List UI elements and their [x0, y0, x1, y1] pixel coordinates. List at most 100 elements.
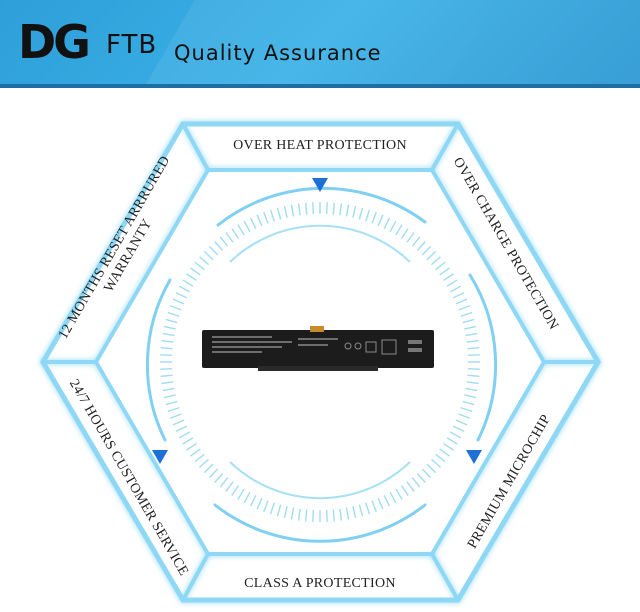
tick-mark: [443, 273, 454, 282]
tick-mark: [160, 354, 173, 357]
tick-mark: [466, 381, 479, 385]
tick-mark: [231, 228, 240, 239]
tick-mark: [304, 509, 308, 522]
tick-mark: [160, 367, 173, 370]
tick-mark: [421, 245, 432, 256]
tick-mark: [453, 291, 465, 299]
tick-mark: [406, 232, 415, 243]
feature-label-class-a: CLASS A PROTECTION: [244, 576, 396, 591]
triangle-marker-right: [466, 450, 482, 464]
tick-mark: [430, 256, 441, 266]
tick-mark: [411, 236, 421, 247]
tick-mark: [345, 507, 350, 520]
tick-mark: [167, 311, 180, 317]
tick-mark: [339, 508, 343, 521]
tick-mark: [371, 500, 377, 513]
tick-mark: [194, 453, 205, 463]
tick-mark: [249, 495, 257, 507]
tick-mark: [276, 504, 282, 517]
feature-label-over-heat: OVER HEAT PROTECTION: [233, 138, 407, 153]
tick-mark: [371, 211, 377, 224]
tick-mark: [466, 339, 479, 343]
tick-mark: [186, 442, 197, 451]
tick-mark: [225, 232, 234, 243]
tick-mark: [178, 431, 191, 439]
tick-mark: [400, 228, 409, 239]
tick-mark: [219, 477, 229, 488]
tick-mark: [237, 488, 245, 500]
tick-mark: [269, 209, 275, 222]
quality-assurance-title: Quality Assurance: [174, 41, 382, 65]
tick-mark: [352, 506, 357, 519]
tick-mark: [162, 387, 175, 392]
tick-mark: [194, 261, 205, 271]
triangle-marker-left: [152, 450, 168, 464]
tick-mark: [263, 500, 269, 513]
tick-mark: [182, 279, 194, 287]
header-banner: DG FTB Quality Assurance: [0, 0, 640, 84]
tick-mark: [160, 346, 173, 350]
tick-mark: [416, 472, 426, 483]
tick-mark: [389, 491, 397, 504]
tick-mark: [283, 205, 288, 218]
tick-mark: [325, 509, 328, 522]
tick-mark: [243, 220, 251, 233]
tick-mark: [290, 507, 295, 520]
tick-mark: [203, 250, 214, 261]
tick-mark: [199, 458, 210, 468]
tick-mark: [421, 468, 432, 479]
tick-mark: [208, 245, 219, 256]
tick-mark: [332, 509, 336, 522]
tick-mark: [161, 339, 174, 343]
tick-mark: [446, 279, 458, 287]
tick-mark: [460, 311, 473, 317]
tick-mark: [458, 413, 471, 419]
tick-mark: [276, 207, 282, 220]
tick-mark: [161, 381, 174, 385]
tick-mark: [172, 419, 185, 426]
tick-mark: [256, 214, 263, 227]
tick-mark: [237, 224, 245, 236]
tick-mark: [377, 497, 384, 510]
tick-mark: [446, 437, 458, 445]
tick-mark: [416, 241, 426, 252]
inner-arc-rings: [229, 224, 411, 500]
tick-mark: [172, 298, 185, 305]
tick-mark: [160, 374, 173, 378]
tick-mark: [256, 497, 263, 510]
tick-mark: [214, 472, 224, 483]
tick-mark: [297, 508, 301, 521]
tick-mark: [365, 209, 371, 222]
tick-mark: [467, 367, 480, 370]
tick-mark: [467, 374, 480, 378]
tick-mark: [167, 407, 180, 413]
tick-mark: [325, 202, 328, 215]
tick-mark: [249, 217, 257, 229]
tick-mark: [443, 442, 454, 451]
hexagon-connectors: [43, 123, 598, 601]
tick-mark: [312, 509, 315, 522]
tick-mark: [283, 506, 288, 519]
tick-mark: [449, 431, 462, 439]
tick-mark: [199, 256, 210, 266]
tick-mark: [163, 394, 176, 399]
tick-mark: [163, 325, 176, 330]
tick-mark: [345, 204, 350, 217]
tick-mark: [455, 298, 468, 305]
tick-mark: [439, 448, 450, 457]
tick-mark: [269, 502, 275, 515]
tick-mark: [439, 267, 450, 276]
tick-mark: [395, 488, 403, 500]
tick-ring: [160, 202, 480, 522]
tick-mark: [175, 291, 187, 299]
tick-mark: [169, 305, 182, 311]
tick-mark: [435, 453, 446, 463]
tick-mark: [304, 202, 308, 215]
tick-mark: [186, 273, 197, 282]
tick-mark: [225, 481, 234, 492]
tick-mark: [290, 204, 295, 217]
tick-mark: [352, 205, 357, 218]
tick-mark: [178, 285, 191, 293]
tick-mark: [219, 236, 229, 247]
tick-mark: [383, 217, 391, 229]
